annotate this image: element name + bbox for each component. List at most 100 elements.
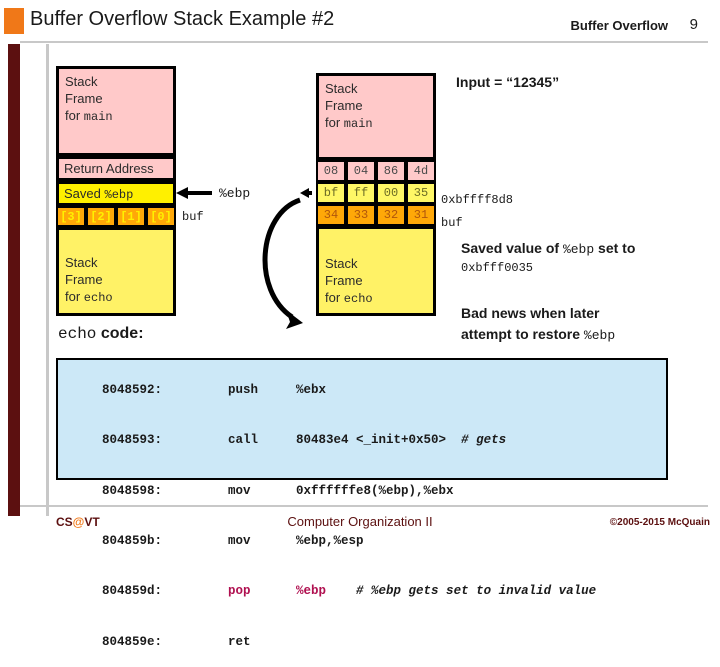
right-buf-byte-0: 34 [316, 204, 346, 226]
right-sebp-byte-3: 35 [406, 182, 436, 204]
bad-news-note-prefix: attempt to restore [461, 326, 581, 342]
right-saved-ebp-bytes-row: bf ff 00 35 [316, 182, 436, 204]
code-line-comment: # gets [461, 433, 507, 448]
left-return-address-band: Return Address [56, 156, 176, 181]
transition-curve-arrow [262, 197, 303, 329]
left-saved-ebp-mono: %ebp [104, 188, 134, 202]
right-stack-frame-main: Stack Frame for main [316, 73, 436, 160]
footer-brand-part2: VT [84, 515, 100, 529]
left-saved-ebp-prefix: Saved [64, 186, 101, 201]
code-line-op: call [228, 433, 259, 448]
right-buf-bytes-row: 34 33 32 31 [316, 204, 436, 226]
code-line-args: %ebp,%esp [296, 533, 364, 548]
left-main-line3-mono: main [83, 110, 113, 124]
left-echo-line1: Stack [65, 255, 98, 270]
left-buf-cells-row: [3] [2] [1] [0] [56, 206, 176, 227]
slide-number: 9 [689, 16, 698, 33]
right-buf-byte-1: 33 [346, 204, 376, 226]
left-stack-frame-echo: Stack Frame for echo [56, 227, 176, 316]
saved-ebp-note-register: %ebp [562, 242, 595, 257]
code-line-address: 804859b: [102, 533, 163, 548]
right-echo-line3-mono: echo [343, 292, 373, 306]
left-buf-cell-2: [2] [86, 206, 116, 227]
left-echo-line3: for echo [65, 288, 113, 307]
footer-course-title: Computer Organization II [287, 514, 433, 529]
saved-ebp-note-suffix: set to [598, 240, 636, 256]
left-buf-cell-0: [0] [146, 206, 176, 227]
bad-news-note-register: %ebp [583, 328, 616, 343]
echo-code-heading: echo code: [58, 325, 144, 343]
right-main-line2: Frame [325, 98, 363, 113]
left-ebp-pointer-label: %ebp [219, 186, 251, 201]
right-buf-byte-3: 31 [406, 204, 436, 226]
left-echo-frame-label: Stack Frame for echo [65, 254, 113, 307]
left-echo-line3-prefix: for [65, 289, 81, 304]
code-line: 804859d:pop%ebp # %ebp gets set to inval… [72, 567, 666, 617]
header-topic-label: Buffer Overflow [570, 18, 668, 33]
left-saved-ebp-label: Saved %ebp [64, 186, 133, 202]
code-line-address: 8048593: [102, 433, 163, 448]
code-line-op: mov [228, 533, 251, 548]
left-main-line3: for main [65, 107, 113, 126]
right-ret-byte-1: 04 [346, 160, 376, 182]
left-buf-cell-1: [1] [116, 206, 146, 227]
echo-code-heading-bold: code: [100, 325, 144, 342]
footer-brand: CS@VT [56, 515, 100, 529]
left-divider-bar [46, 44, 49, 516]
left-accent-bar [8, 44, 20, 516]
right-sebp-byte-2: 00 [376, 182, 406, 204]
right-echo-frame-label: Stack Frame for echo [325, 255, 373, 308]
code-line-op: mov [228, 483, 251, 498]
right-saved-ebp-address-note: 0xbffff8d8 [441, 193, 514, 207]
left-saved-ebp-band: Saved %ebp [56, 181, 176, 206]
left-main-line2: Frame [65, 91, 103, 106]
echo-code-heading-mono: echo [58, 325, 97, 343]
code-line: 8048592: push %ebx [72, 365, 666, 415]
right-ret-byte-2: 86 [376, 160, 406, 182]
right-return-address-bytes-row: 08 04 86 4d [316, 160, 436, 182]
code-line-address: 804859e: [102, 634, 163, 649]
code-line-comment: # %ebp gets set to invalid value [356, 584, 597, 599]
left-return-address-label: Return Address [64, 161, 154, 176]
footer-brand-part1: CS [56, 515, 73, 529]
right-main-line3: for main [325, 114, 373, 133]
left-buf-label: buf [182, 210, 204, 224]
ebp-pointer-arrow [176, 187, 212, 199]
code-line-args: 80483e4 <_init+0x50> [296, 433, 447, 448]
code-line-args: 0xffffffe8(%ebp),%ebx [296, 483, 454, 498]
right-sebp-byte-1: ff [346, 182, 376, 204]
code-line-address: 8048598: [102, 483, 163, 498]
right-main-line1: Stack [325, 81, 358, 96]
right-echo-line3: for echo [325, 289, 373, 308]
right-stack-frame-echo: Stack Frame for echo [316, 226, 436, 316]
at-icon: @ [72, 515, 85, 529]
left-main-line1: Stack [65, 74, 98, 89]
code-line-op: push [228, 382, 259, 397]
right-echo-line3-prefix: for [325, 290, 341, 305]
input-note: Input = “12345” [456, 74, 560, 90]
left-buf-cell-3: [3] [56, 206, 86, 227]
saved-ebp-note-prefix: Saved value of [461, 240, 560, 256]
left-echo-line2: Frame [65, 272, 103, 287]
right-echo-line2: Frame [325, 273, 363, 288]
code-line-args: %ebx [296, 382, 327, 397]
code-line-address: 8048592: [102, 382, 163, 397]
saved-ebp-note-value: 0xbfff0035 [461, 261, 534, 275]
right-main-frame-label: Stack Frame for main [325, 80, 373, 133]
header-divider [20, 41, 708, 43]
left-stack-frame-main: Stack Frame for main [56, 66, 176, 156]
left-echo-line3-mono: echo [83, 291, 113, 305]
right-main-line3-mono: main [343, 117, 373, 131]
header-accent-block [4, 8, 24, 34]
left-main-frame-label: Stack Frame for main [65, 73, 113, 126]
right-buf-label: buf [441, 216, 463, 230]
code-line-op: ret [228, 634, 251, 649]
page-title: Buffer Overflow Stack Example #2 [30, 8, 335, 30]
right-sebp-byte-0: bf [316, 182, 346, 204]
right-echo-line1: Stack [325, 256, 358, 271]
footer-divider [20, 505, 708, 507]
code-line-args: %ebp [296, 584, 327, 599]
bad-news-note-line1: Bad news when later [461, 305, 600, 321]
code-line: 804859e: ret [72, 617, 666, 667]
right-ret-byte-0: 08 [316, 160, 346, 182]
